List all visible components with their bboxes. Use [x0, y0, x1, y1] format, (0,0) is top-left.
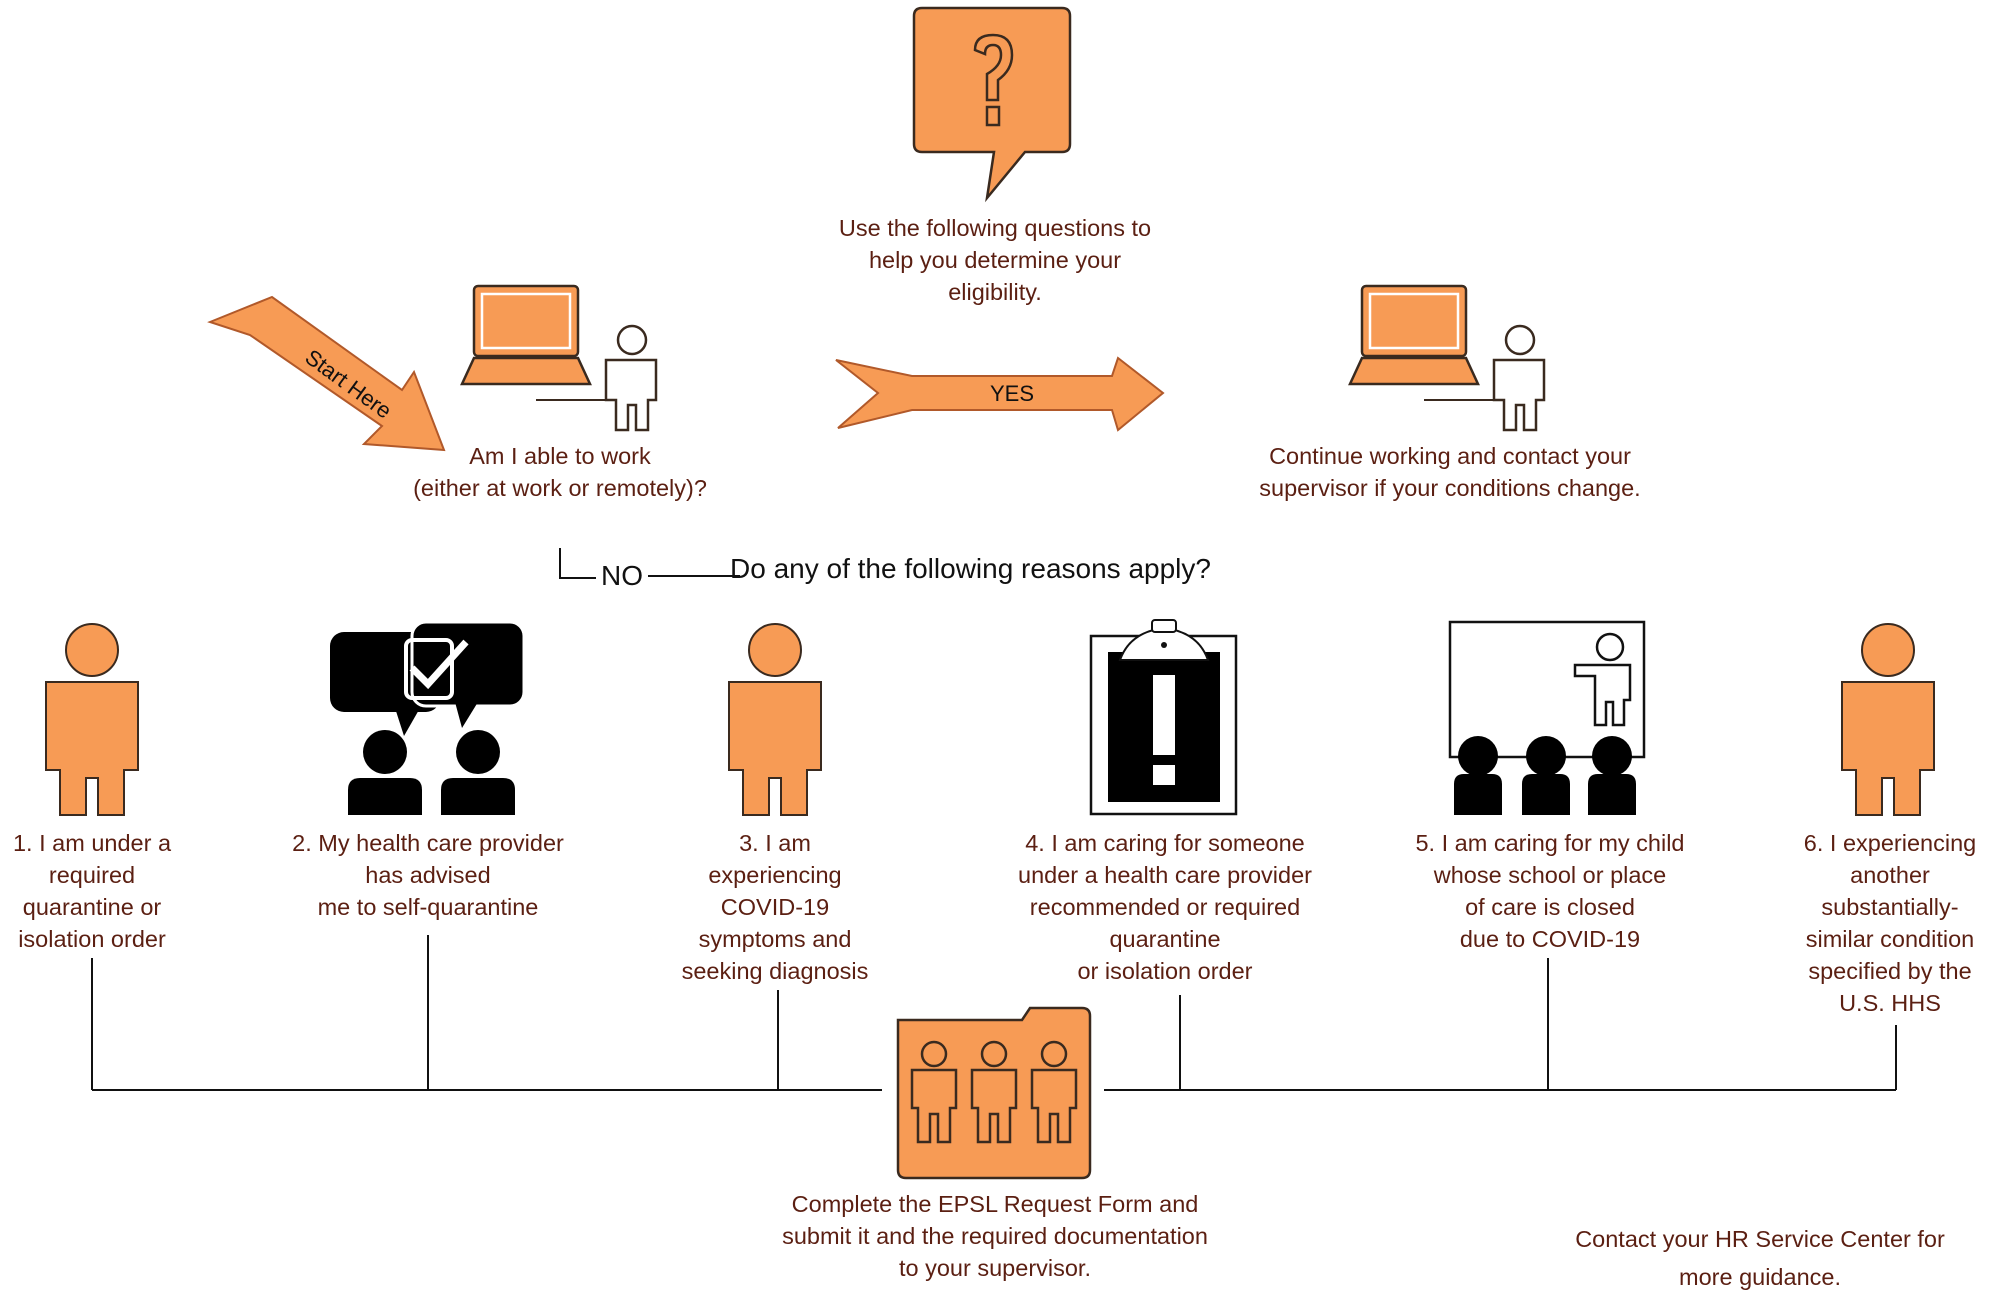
reasons-question: Do any of the following reasons apply? [730, 553, 1211, 584]
orange-person-icon [728, 623, 822, 816]
clipboard-exclamation-icon [1089, 619, 1238, 816]
orange-person-icon [45, 623, 139, 816]
orange-person-icon [1841, 623, 1935, 816]
yes-arrow [835, 356, 1165, 432]
reason-3-text: 3. I am experiencing COVID-19 symptoms a… [681, 830, 869, 984]
question-work: Am I able to work (either at work or rem… [413, 443, 707, 501]
conversation-checkmark-icon [330, 620, 526, 815]
reason-2-text: 2. My health care provider has advised m… [292, 830, 564, 920]
contact-text: Contact your HR Service Center for more … [1575, 1226, 1945, 1290]
reason-4-text: 4. I am caring for someone under a healt… [1018, 830, 1312, 984]
no-connector [559, 548, 740, 579]
intro-text: Use the following questions to help you … [838, 215, 1152, 305]
reason-1-text: 1. I am under a required quarantine or i… [12, 830, 172, 952]
reason-5-text: 5. I am caring for my child whose school… [1415, 830, 1685, 952]
reason-connectors [91, 935, 1897, 1091]
laptop-worker-icon [460, 284, 658, 432]
question-bubble-icon [912, 6, 1072, 203]
no-label: NO [601, 560, 643, 591]
reason-6-text: 6. I experiencing another substantially-… [1803, 830, 1977, 1016]
yes-label: YES [990, 381, 1034, 406]
classroom-icon [1448, 620, 1646, 815]
request-form-folder-icon [896, 1006, 1092, 1180]
continue-text: Continue working and contact your superv… [1259, 443, 1641, 501]
submit-text: Complete the EPSL Request Form and submi… [782, 1191, 1208, 1281]
laptop-worker-icon [1348, 284, 1546, 432]
start-here-arrow [207, 295, 446, 452]
